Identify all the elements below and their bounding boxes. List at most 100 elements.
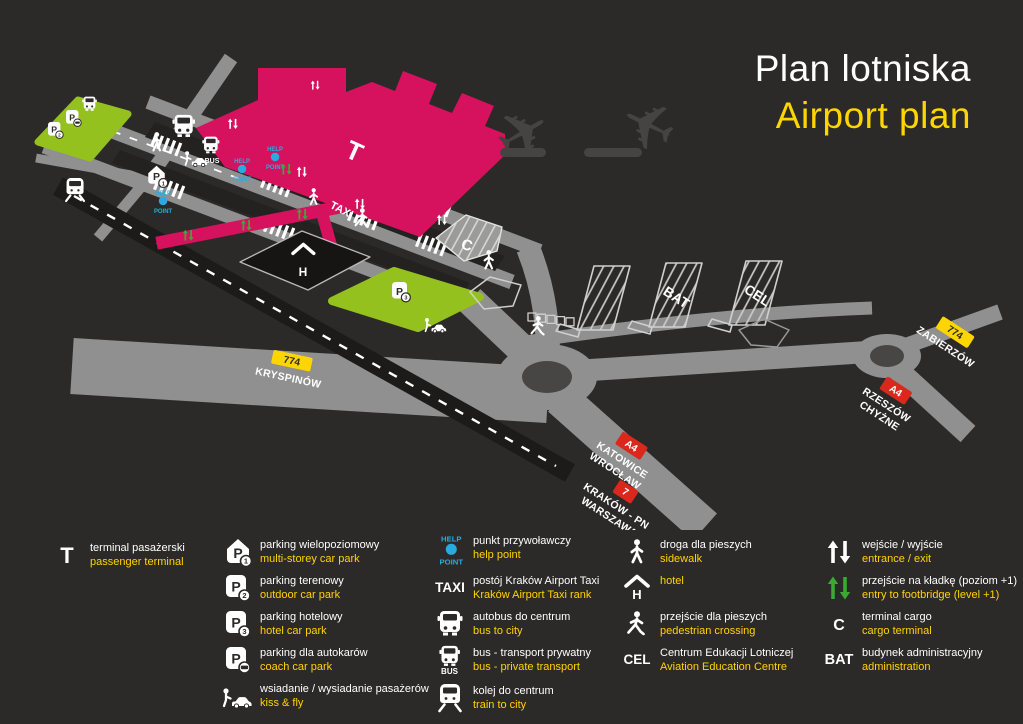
- terminal-icon: T: [44, 540, 90, 570]
- legend-item-pedestrian-crossing: przejście dla pieszych pedestrian crossi…: [614, 609, 814, 639]
- airplane-takeoff-icon: ✈: [480, 87, 566, 181]
- page-title: Plan lotniska Airport plan: [755, 48, 971, 137]
- pedestrian-crossing-icon: [614, 609, 660, 639]
- svg-text:3: 3: [242, 627, 246, 636]
- svg-text:774: 774: [282, 355, 301, 369]
- airplane-landing-icon: ✈: [606, 80, 689, 173]
- legend-label-en: bus to city: [473, 624, 523, 637]
- legend-label-pl: parking hotelowy: [260, 611, 343, 623]
- legend-item-hotel: H hotel: [614, 573, 814, 603]
- svg-text:TAXI: TAXI: [435, 580, 465, 595]
- svg-text:P: P: [153, 171, 160, 183]
- legend-column-transport: punkt przywoławczy help point TAXI postó…: [427, 533, 613, 719]
- help-point-icon: [153, 191, 173, 215]
- legend-label-pl: postój Kraków Airport Taxi: [473, 575, 600, 587]
- svg-text:P: P: [51, 125, 57, 135]
- legend-label-en: train to city: [473, 698, 527, 711]
- legend-label-pl: przejście dla pieszych: [660, 611, 767, 623]
- legend-item-terminal: T terminal pasażerski passenger terminal: [44, 540, 214, 570]
- taxi-icon: TAXI: [427, 573, 473, 603]
- hotel-building: H: [239, 230, 371, 291]
- map-parking-p4-coach: P: [66, 110, 82, 127]
- legend-label-pl: budynek administracyjny: [862, 647, 983, 659]
- legend-label-pl: autobus do centrum: [473, 611, 571, 623]
- parking-outdoor-icon: P 2: [214, 573, 260, 603]
- cargo-label: C: [459, 236, 475, 256]
- legend-item-administration: BAT budynek administracyjny administrati…: [816, 645, 1023, 675]
- bus-private-icon: BUS: [427, 645, 473, 677]
- legend-label-en: pedestrian crossing: [660, 624, 756, 637]
- hotel-icon: H: [614, 573, 660, 603]
- legend-column-pedestrian: droga dla pieszych sidewalk H hotel prze…: [614, 537, 814, 681]
- legend-label-en: multi-storey car park: [260, 552, 360, 565]
- legend-item-hotel-car-park: P 3 parking hotelowy hotel car park: [214, 609, 422, 639]
- svg-text:1: 1: [244, 557, 248, 566]
- svg-text:BUS: BUS: [441, 667, 459, 676]
- legend-item-coach-car-park: P parking dla autokarów coach car park: [214, 645, 422, 675]
- legend-label-pl: Centrum Edukacji Lotniczej: [660, 647, 794, 659]
- svg-text:H: H: [632, 587, 641, 602]
- legend-item-help-point: punkt przywoławczy help point: [427, 533, 613, 567]
- railway-dashes: [73, 194, 557, 468]
- title-english: Airport plan: [775, 94, 971, 136]
- svg-text:1: 1: [162, 181, 165, 187]
- legend-label-pl: parking wielopoziomowy: [260, 539, 380, 551]
- svg-text:3: 3: [404, 296, 407, 302]
- svg-text:CEL: CEL: [624, 652, 651, 667]
- bus-private-label: BUS: [205, 158, 220, 165]
- legend-label-pl: bus - transport prywatny: [473, 647, 591, 659]
- legend-item-aviation-education-centre: CEL Centrum Edukacji Lotniczej Aviation …: [614, 645, 814, 675]
- unlabeled-building: [576, 265, 631, 331]
- parking-area-northwest: [34, 96, 132, 162]
- legend-label-en: cargo terminal: [862, 624, 932, 637]
- legend-label-en: entrance / exit: [862, 552, 932, 565]
- map-parking-p3: P 3: [392, 282, 411, 303]
- legend-label-en: hotel: [660, 575, 684, 587]
- legend-item-train-to-city: kolej do centrum train to city: [427, 683, 613, 713]
- svg-text:2: 2: [58, 133, 61, 138]
- outline-structures: [469, 276, 844, 348]
- parking-hotel-icon: P 3: [214, 609, 260, 639]
- legend-item-entrance-exit: wejście / wyjście entrance / exit: [816, 537, 1023, 567]
- legend-label-pl: kolej do centrum: [473, 685, 554, 697]
- svg-text:2: 2: [242, 591, 246, 600]
- legend-label-en: passenger terminal: [90, 555, 184, 568]
- map-parking-p1: P 1: [148, 165, 169, 189]
- landing-ground-bar: [584, 148, 642, 157]
- legend-item-kiss-and-fly: wsiadanie / wysiadanie pasażerów kiss & …: [214, 681, 429, 711]
- map-parking-p2: P 2: [48, 122, 64, 139]
- hatched-buildings: [555, 260, 783, 338]
- footbridge-arrows-icon: [816, 573, 862, 603]
- svg-text:P: P: [231, 651, 240, 667]
- svg-text:P: P: [231, 615, 240, 631]
- legend-item-sidewalk: droga dla pieszych sidewalk: [614, 537, 814, 567]
- entrance-arrows-icon: [816, 537, 862, 567]
- roundabout-west-island: [522, 361, 572, 393]
- cel-icon: CEL: [614, 645, 660, 675]
- legend-column-parking: P 1 parking wielopoziomowy multi-storey …: [214, 537, 429, 717]
- legend-label-pl: wsiadanie / wysiadanie pasażerów: [260, 683, 429, 695]
- legend-item-bus-private: BUS bus - transport prywatny bus - priva…: [427, 645, 613, 677]
- airport-map: HELP POINT: [34, 53, 1003, 530]
- legend-label-pl: droga dla pieszych: [660, 539, 752, 551]
- svg-text:BAT: BAT: [825, 652, 854, 668]
- legend-label-en: bus - private transport: [473, 660, 580, 673]
- legend-column-terminal: T terminal pasażerski passenger terminal: [44, 540, 214, 576]
- svg-text:P: P: [69, 113, 75, 123]
- bus-to-city-icon: [427, 609, 473, 639]
- svg-text:P: P: [233, 545, 242, 561]
- help-point-icon: [427, 533, 473, 567]
- legend-item-multistorey-car-park: P 1 parking wielopoziomowy multi-storey …: [214, 537, 422, 567]
- legend-label-pl: przejście na kładkę (poziom +1): [862, 575, 1017, 587]
- legend-label-en: administration: [862, 660, 931, 673]
- passenger-terminal-building: [196, 68, 505, 237]
- svg-text:P: P: [231, 579, 240, 595]
- sidewalk-walker-icon: [614, 537, 660, 567]
- takeoff-ground-bar: [500, 148, 546, 157]
- train-to-city-icon: [427, 683, 473, 713]
- bat-icon: BAT: [816, 645, 862, 675]
- legend-label-pl: punkt przywoławczy: [473, 535, 571, 547]
- legend-label-en: Aviation Education Centre: [660, 660, 787, 673]
- legend-label-pl: parking dla autokarów: [260, 647, 368, 659]
- legend-column-buildings: wejście / wyjście entrance / exit przejś…: [816, 537, 1023, 681]
